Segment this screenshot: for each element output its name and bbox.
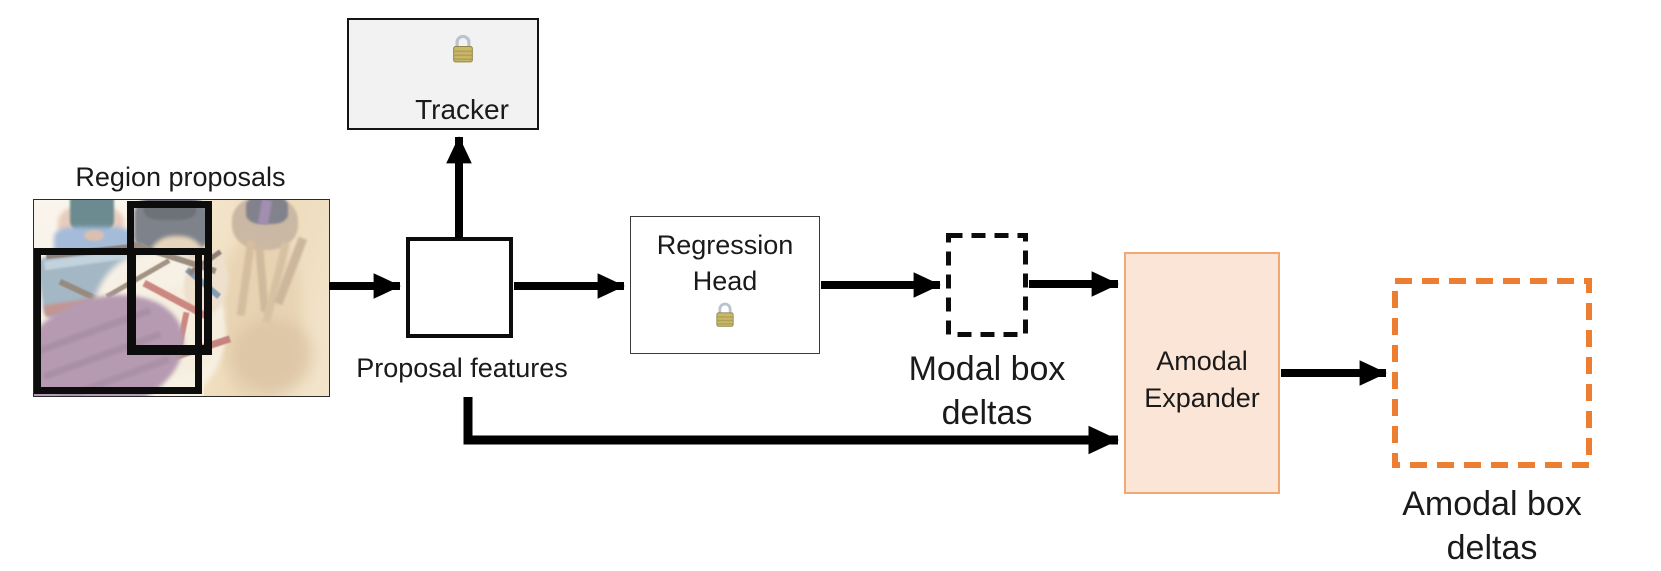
amodal-box-deltas-node [1392, 278, 1592, 468]
modal-box-deltas-line2: deltas [941, 394, 1033, 432]
amodal-expander-label-line2: Expander [1144, 383, 1260, 413]
tracker-node: Tracker [347, 18, 539, 130]
amodal-expander-node: Amodal Expander [1124, 252, 1280, 494]
proposal-features-node [406, 237, 513, 338]
amodal-box-deltas-label: Amodal box deltas [1377, 482, 1607, 570]
amodal-box-deltas-line1: Amodal box [1402, 485, 1582, 523]
modal-box-deltas-line1: Modal box [908, 350, 1066, 388]
rider-hands [84, 230, 104, 241]
lock-icon [712, 301, 738, 338]
regression-head-label-line2: Head [692, 266, 758, 296]
camel-leg-reflection [232, 318, 312, 392]
lock-icon [448, 33, 478, 70]
region-proposals-label: Region proposals [75, 162, 286, 192]
amodal-box-deltas-line2: deltas [1446, 529, 1538, 567]
regression-head-node: Regression Head [630, 216, 820, 354]
modal-box-deltas-node [946, 233, 1028, 337]
region-proposal-box [129, 248, 211, 352]
proposal-features-label: Proposal features [356, 353, 568, 383]
region-proposal-box [34, 248, 202, 394]
region-proposals-image [33, 199, 330, 397]
modal-box-deltas-label: Modal box deltas [872, 347, 1102, 435]
amodal-expander-label-line1: Amodal [1156, 346, 1248, 376]
regression-head-label-line1: Regression [656, 230, 794, 260]
tracker-label: Tracker [415, 94, 509, 125]
